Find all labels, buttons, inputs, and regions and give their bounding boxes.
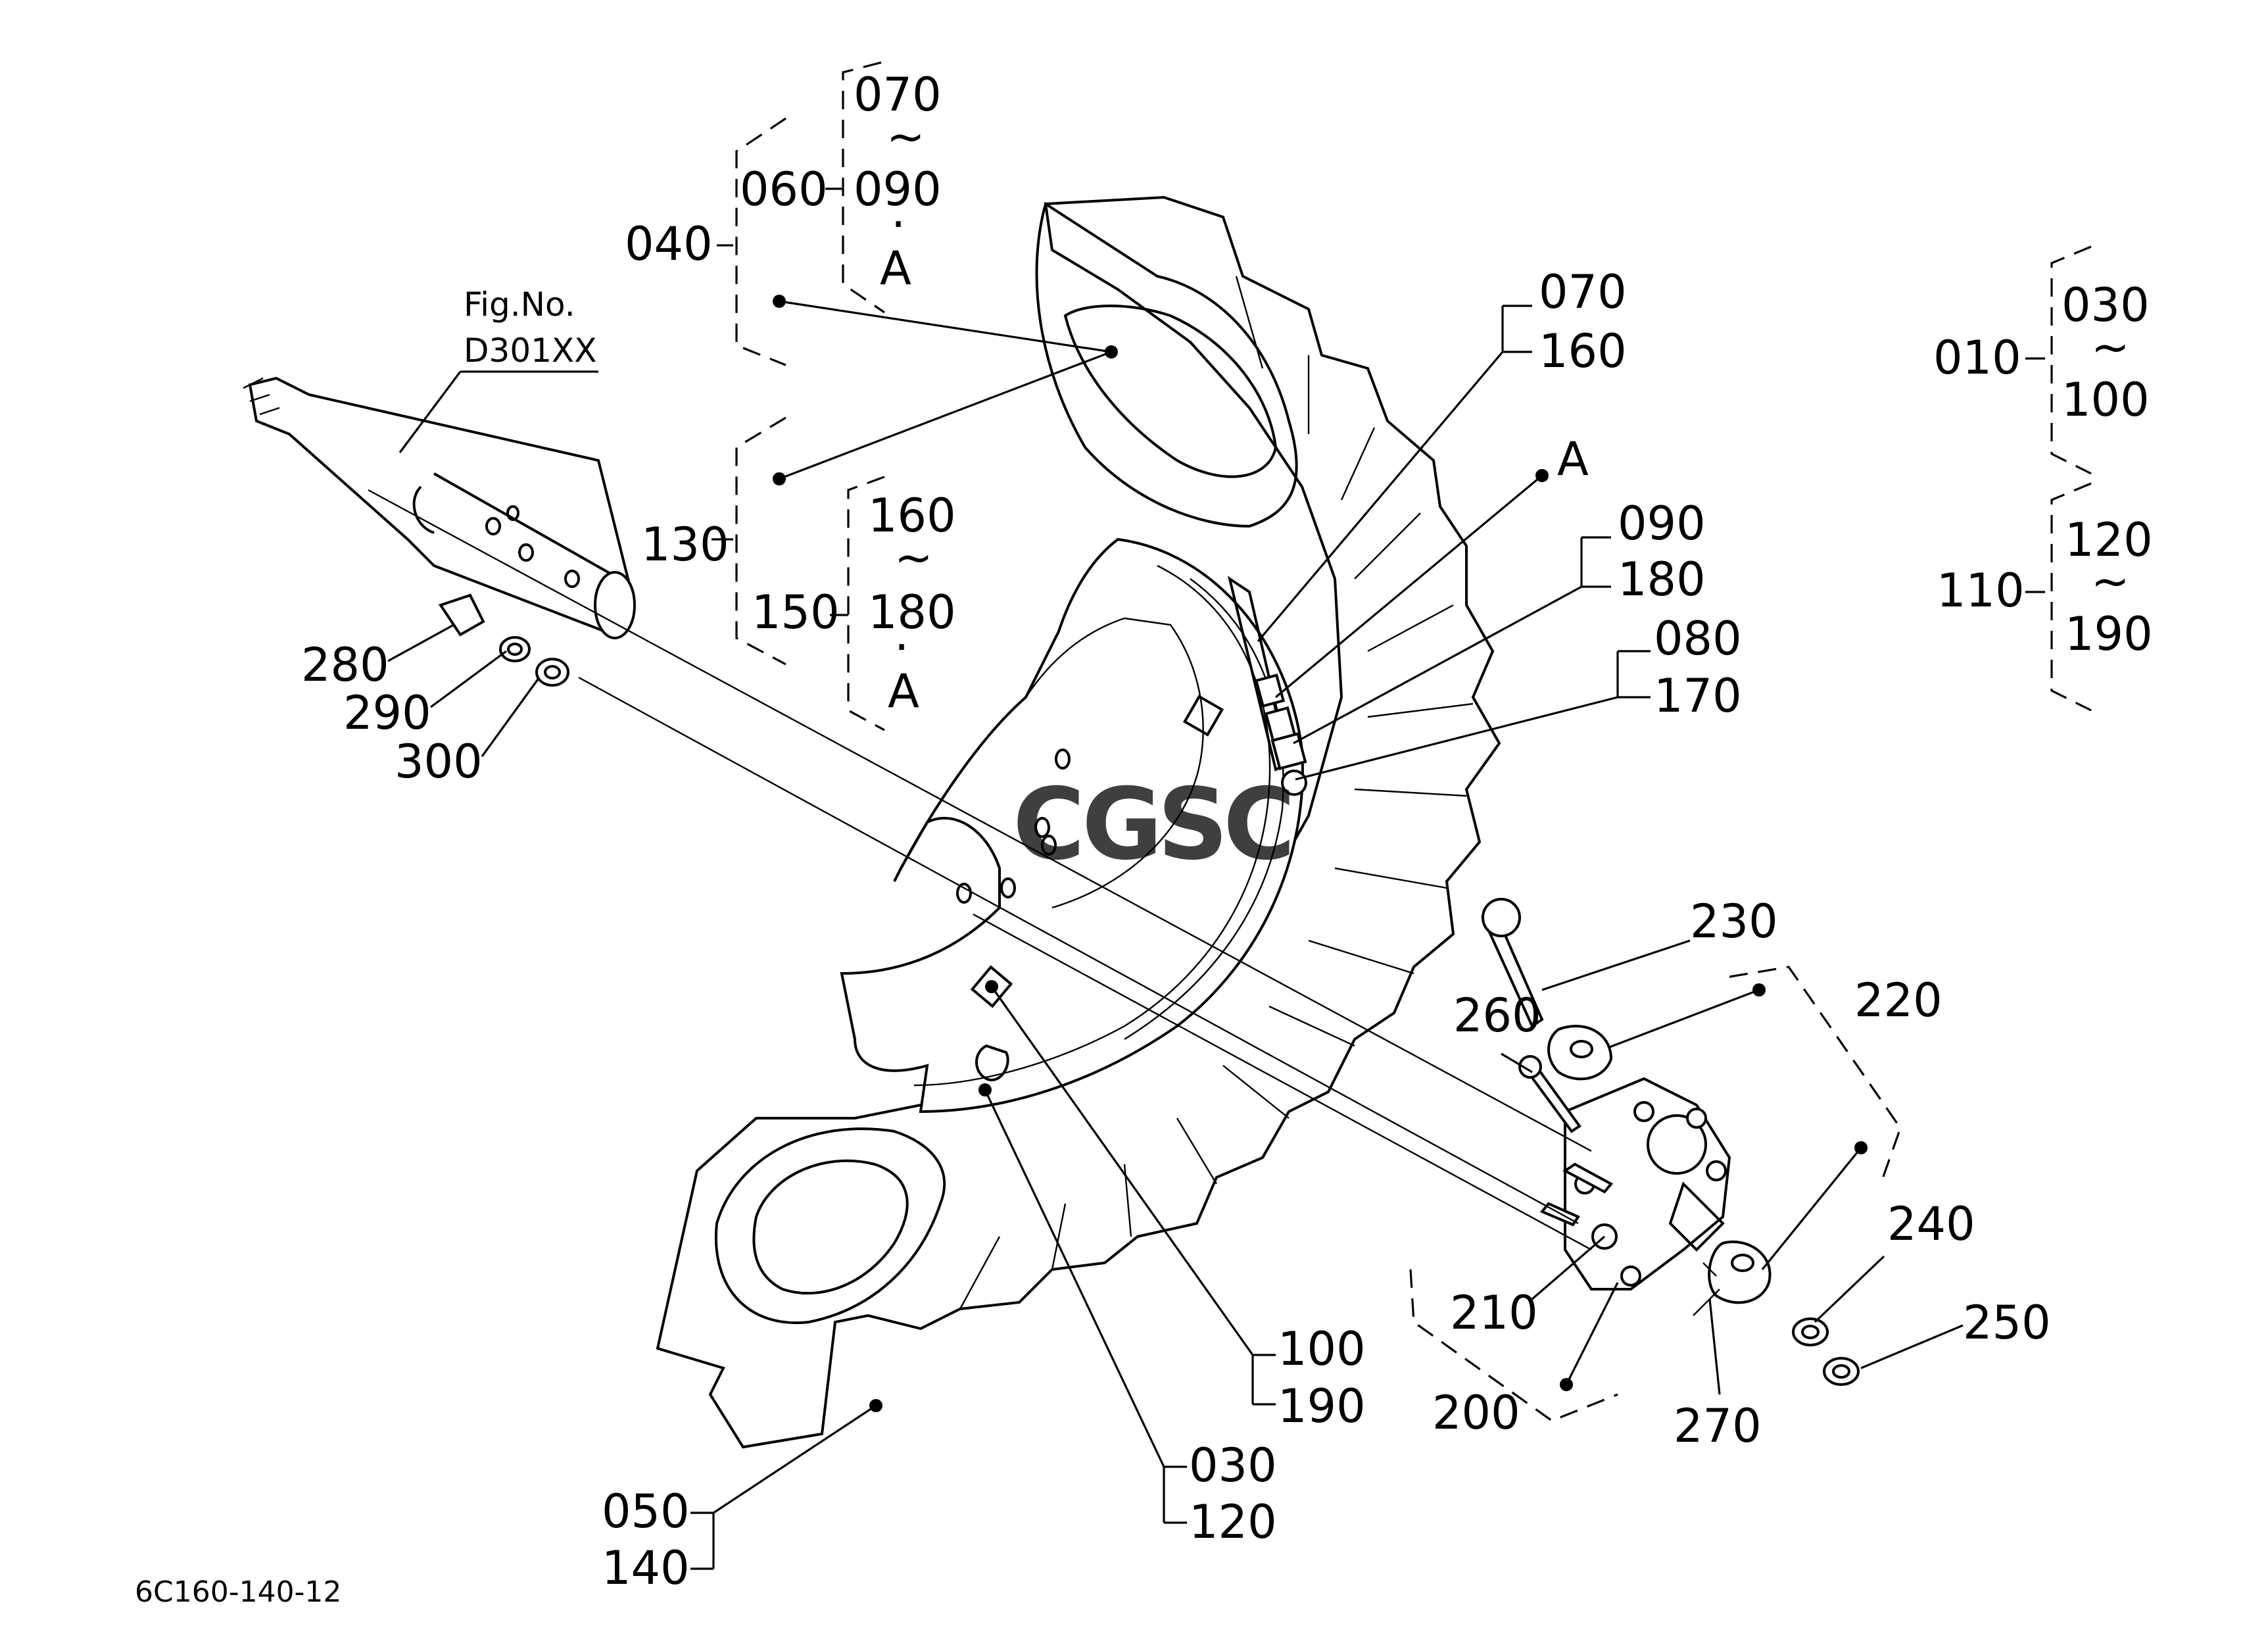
label-100-top: 100 [2062, 373, 2150, 427]
label-tilde-b: ~ [894, 531, 933, 585]
label-100-bottom: 100 [1278, 1322, 1366, 1376]
label-070-right: 070 [1539, 265, 1627, 319]
label-120-top: 120 [2065, 513, 2153, 567]
watermark-logo: C G S C [1013, 768, 1295, 882]
label-090-top: 090 [854, 162, 942, 216]
label-090-right: 090 [1618, 497, 1706, 551]
label-040: 040 [625, 217, 713, 271]
watermark-letter-4: C [1223, 768, 1295, 882]
label-080: 080 [1654, 612, 1742, 666]
label-120-bottom: 120 [1189, 1495, 1277, 1549]
label-tilde-c: ~ [2091, 320, 2130, 374]
label-dot-a: · [891, 197, 905, 251]
drawing-code: 6C160-140-12 [135, 1575, 341, 1609]
label-220: 220 [1854, 973, 1942, 1027]
hub-and-fasteners-drawing [438, 593, 1860, 1386]
label-200: 200 [1432, 1386, 1520, 1440]
label-050: 050 [602, 1485, 690, 1538]
label-180-right: 180 [1618, 553, 1706, 606]
label-240: 240 [1887, 1197, 1975, 1251]
label-260: 260 [1453, 989, 1541, 1043]
label-030-top: 030 [2062, 278, 2150, 332]
label-230: 230 [1690, 895, 1778, 948]
label-070-top: 070 [854, 68, 942, 122]
label-110: 110 [1937, 564, 2025, 618]
label-a-left: A [888, 664, 919, 718]
watermark-letter-3: S [1157, 768, 1228, 882]
watermark-letter-1: C [1013, 768, 1085, 882]
label-140: 140 [602, 1541, 690, 1595]
label-250: 250 [1963, 1296, 2051, 1350]
label-tilde-d: ~ [2091, 554, 2130, 608]
tire-and-rim-drawing [656, 195, 1501, 1449]
leader-lines [368, 61, 2092, 1570]
label-060: 060 [740, 162, 828, 216]
label-a-top: A [880, 241, 911, 295]
label-210: 210 [1450, 1286, 1538, 1340]
label-a-right: A [1557, 432, 1589, 486]
label-300: 300 [395, 735, 483, 789]
label-fig-ref: D301XX [464, 332, 596, 370]
label-170: 170 [1654, 669, 1742, 723]
watermark-letter-2: G [1082, 768, 1163, 882]
label-130: 130 [641, 518, 729, 572]
label-160-left: 160 [868, 489, 956, 543]
part-labels: 040 060 070 ~ 090 · A 130 150 160 ~ 180 … [135, 68, 2153, 1609]
label-010: 010 [1933, 331, 2021, 385]
label-290: 290 [343, 686, 431, 740]
label-270: 270 [1674, 1399, 1762, 1453]
axle-shaft-drawing [243, 376, 636, 639]
label-tilde-a: ~ [886, 110, 925, 164]
label-180-left: 180 [868, 585, 956, 639]
label-150: 150 [752, 585, 840, 639]
label-190-bottom: 190 [1278, 1379, 1366, 1433]
label-160-right: 160 [1539, 324, 1627, 378]
label-030-bottom: 030 [1189, 1438, 1277, 1492]
label-190-top: 190 [2065, 607, 2153, 661]
label-fig-no: Fig.No. [464, 285, 575, 324]
leader-dots [773, 295, 1868, 1412]
label-280: 280 [301, 638, 389, 692]
label-dot-b: · [894, 620, 909, 674]
